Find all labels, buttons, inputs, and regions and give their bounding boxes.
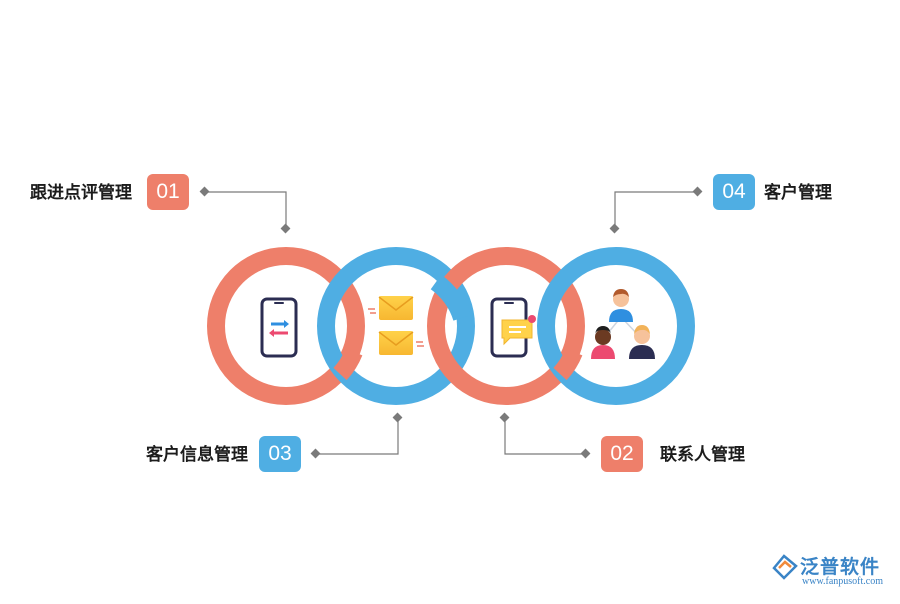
- ring-2: [427, 247, 585, 405]
- logo-text: 泛普软件: [800, 556, 881, 578]
- logo-url: www.fanpusoft.com: [802, 576, 884, 587]
- connector-lines: [205, 191, 698, 455]
- badge-03: 03: [259, 436, 301, 472]
- phone-transfer-icon: [260, 297, 298, 358]
- envelopes-icon: [368, 296, 424, 355]
- connector-dots: [199, 186, 703, 459]
- connector-03: [316, 418, 399, 455]
- label-04: 客户管理: [764, 183, 832, 203]
- ring-1: [207, 247, 365, 405]
- label-03: 客户信息管理: [146, 445, 248, 465]
- badge-01: 01: [147, 174, 189, 210]
- connector-04: [614, 191, 698, 229]
- ring-2-overlap: [553, 348, 583, 381]
- ring-3-overlap: [430, 274, 471, 322]
- badge-04: 04: [713, 174, 755, 210]
- people-network-icon: [591, 289, 655, 359]
- ring-3: [317, 247, 475, 405]
- brand-logo: 泛普软件 www.fanpusoft.com: [770, 552, 895, 596]
- ring-1-overlap: [333, 348, 363, 381]
- label-01: 跟进点评管理: [30, 183, 132, 203]
- phone-message-icon: [490, 297, 536, 358]
- badge-02: 02: [601, 436, 643, 472]
- logo-mark-icon: [772, 554, 798, 580]
- connector-01: [205, 191, 287, 229]
- label-02: 联系人管理: [660, 445, 745, 465]
- connector-02: [504, 418, 586, 455]
- ring-4: [537, 247, 695, 405]
